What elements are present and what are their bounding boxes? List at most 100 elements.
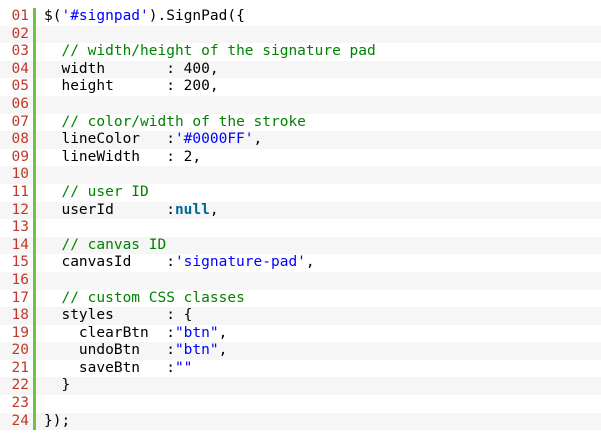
code-line: 23 bbox=[0, 395, 601, 413]
line-number: 02 bbox=[11, 25, 29, 42]
line-number: 01 bbox=[11, 8, 29, 24]
line-number: 06 bbox=[11, 95, 29, 112]
line-content: saveBtn :"" bbox=[36, 360, 601, 378]
code-token-comment: // width/height of the signature pad bbox=[61, 43, 376, 60]
code-line: 01 $('#signpad').SignPad({ bbox=[0, 8, 601, 26]
code-token-string: "btn" bbox=[174, 342, 219, 359]
gutter-bar bbox=[33, 95, 36, 114]
line-number: 23 bbox=[11, 395, 29, 412]
line-content: // color/width of the stroke bbox=[36, 114, 601, 132]
code-line: 09 lineWidth : 2, bbox=[0, 148, 601, 167]
code-token-plain: , bbox=[209, 201, 219, 218]
code-token-plain: saveBtn : bbox=[44, 359, 175, 376]
line-number: 07 bbox=[11, 113, 29, 130]
line-number: 09 bbox=[11, 148, 29, 165]
line-number: 15 bbox=[11, 254, 29, 271]
line-content: height : 200, bbox=[36, 78, 601, 96]
gutter-bar bbox=[33, 307, 36, 325]
code-token-string: "" bbox=[174, 359, 193, 376]
line-content: // custom CSS classes bbox=[36, 290, 601, 308]
gutter-bar bbox=[33, 60, 36, 79]
code-token-plain: $( bbox=[44, 8, 62, 24]
code-line: 20 undoBtn :"btn", bbox=[0, 342, 601, 360]
code-token-string: 'signature-pad' bbox=[174, 254, 306, 271]
line-number: 11 bbox=[11, 183, 29, 200]
code-token-comment: // custom CSS classes bbox=[61, 289, 245, 306]
code-token-string: '#0000FF' bbox=[174, 131, 254, 148]
code-token-plain: lineWidth : 2, bbox=[44, 148, 202, 165]
line-content bbox=[36, 26, 601, 44]
gutter-bar bbox=[33, 412, 36, 431]
code-token-comment: // color/width of the stroke bbox=[61, 113, 306, 130]
code-token-plain: undoBtn : bbox=[44, 342, 175, 359]
line-number: 03 bbox=[11, 43, 29, 60]
gutter-bar bbox=[33, 8, 36, 26]
line-content bbox=[36, 272, 601, 290]
code-line: 22 } bbox=[0, 377, 601, 396]
gutter-bar bbox=[33, 219, 36, 237]
line-content: lineColor :'#0000FF', bbox=[36, 131, 601, 149]
code-token-plain: , bbox=[218, 342, 228, 359]
line-number: 21 bbox=[11, 359, 29, 376]
line-content: } bbox=[36, 377, 601, 395]
code-line: 05 height : 200, bbox=[0, 78, 601, 96]
line-number: 04 bbox=[11, 60, 29, 77]
code-token-plain: clearBtn : bbox=[44, 324, 175, 341]
code-line: 15 canvasId :'signature-pad', bbox=[0, 254, 601, 272]
code-token-plain: height : 200, bbox=[44, 78, 219, 95]
line-content: width : 400, bbox=[36, 61, 601, 79]
code-token-plain bbox=[44, 237, 61, 253]
line-number: 17 bbox=[11, 289, 29, 306]
gutter-bar bbox=[33, 377, 36, 396]
code-line: 12 userId :null, bbox=[0, 201, 601, 220]
code-token-string: '#signpad' bbox=[61, 8, 149, 24]
line-content: // canvas ID bbox=[36, 237, 601, 255]
gutter-bar bbox=[33, 183, 36, 202]
line-number: 13 bbox=[11, 219, 29, 236]
code-token-plain: styles : { bbox=[44, 307, 193, 324]
code-token-plain bbox=[44, 184, 61, 200]
gutter-bar bbox=[33, 289, 36, 308]
line-content: styles : { bbox=[36, 307, 601, 325]
code-token-comment: // user ID bbox=[61, 183, 149, 200]
gutter-bar bbox=[33, 342, 36, 360]
code-token-plain: , bbox=[305, 254, 315, 271]
line-number: 22 bbox=[11, 377, 29, 394]
code-token-plain: canvasId : bbox=[44, 254, 175, 271]
line-content: }); bbox=[36, 413, 601, 431]
code-token-plain: ).SignPad({ bbox=[148, 8, 245, 24]
code-token-plain bbox=[44, 114, 61, 130]
gutter-bar bbox=[33, 359, 36, 378]
code-token-plain bbox=[44, 290, 61, 306]
gutter-bar bbox=[33, 324, 36, 343]
line-number: 14 bbox=[11, 236, 29, 253]
line-number: 19 bbox=[11, 324, 29, 341]
code-line: 07 // color/width of the stroke bbox=[0, 113, 601, 132]
code-token-plain: , bbox=[218, 324, 228, 341]
code-token-plain bbox=[44, 43, 61, 59]
line-content: userId :null, bbox=[36, 202, 601, 220]
code-line: 03 // width/height of the signature pad bbox=[0, 43, 601, 61]
code-line: 13 bbox=[0, 219, 601, 237]
line-content bbox=[36, 395, 601, 413]
code-line: 18 styles : { bbox=[0, 307, 601, 325]
code-token-comment: // canvas ID bbox=[61, 236, 167, 253]
gutter-bar bbox=[33, 113, 36, 132]
line-number: 12 bbox=[11, 201, 29, 218]
line-content: undoBtn :"btn", bbox=[36, 342, 601, 360]
line-number: 08 bbox=[11, 131, 29, 148]
gutter-bar bbox=[33, 78, 36, 96]
gutter-bar bbox=[33, 254, 36, 272]
line-number: 10 bbox=[11, 166, 29, 183]
code-token-keyword: null bbox=[174, 201, 210, 218]
gutter-bar bbox=[33, 148, 36, 167]
gutter-bar bbox=[33, 25, 36, 44]
line-number: 20 bbox=[11, 342, 29, 359]
gutter-bar bbox=[33, 395, 36, 413]
code-token-plain: , bbox=[253, 131, 263, 148]
code-token-string: "btn" bbox=[174, 324, 219, 341]
code-line: 14 // canvas ID bbox=[0, 236, 601, 255]
line-content bbox=[36, 166, 601, 184]
line-number: 18 bbox=[11, 307, 29, 324]
code-token-plain: userId : bbox=[44, 201, 175, 218]
